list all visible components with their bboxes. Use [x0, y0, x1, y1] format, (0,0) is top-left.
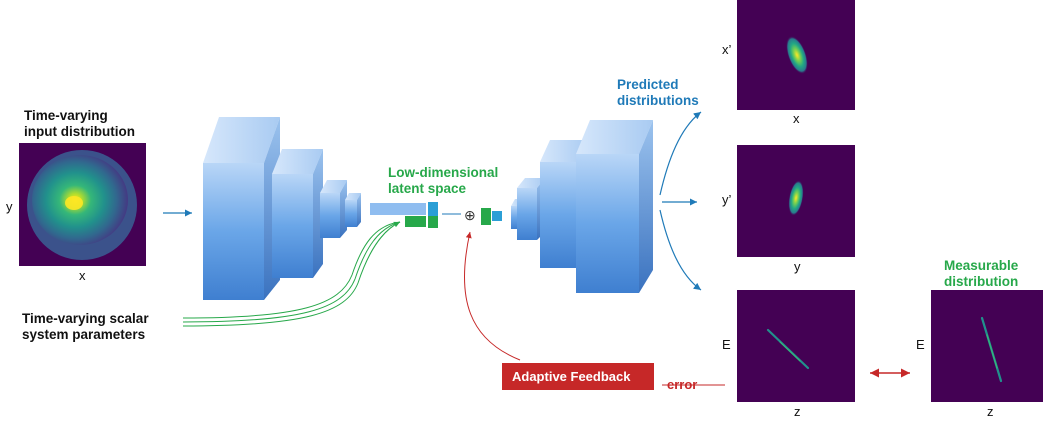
input-axis-y: y	[6, 199, 13, 214]
input-axis-x: x	[79, 268, 86, 283]
predicted-label-line1: Predicted	[617, 77, 679, 92]
adaptive-feedback-label: Adaptive Feedback	[512, 369, 631, 384]
output-arrows	[659, 111, 702, 291]
scalar-parameter-lines	[182, 221, 401, 327]
panel2-axis-x: y	[794, 259, 801, 274]
input-title-line2: input distribution	[24, 124, 135, 139]
predicted-panel-x	[737, 0, 855, 110]
feedback-arrow	[463, 231, 521, 361]
scalar-label-line1: Time-varying scalar	[22, 311, 149, 326]
adaptive-feedback-box: Adaptive Feedback	[502, 363, 654, 390]
predicted-panel-y	[737, 145, 855, 257]
input-title-line1: Time-varying	[24, 108, 108, 123]
encoder-layers	[203, 117, 438, 300]
scalar-label-line2: system parameters	[22, 327, 145, 342]
latent-label-line1: Low-dimensional	[388, 165, 498, 180]
measurable-label-line2: distribution	[944, 274, 1018, 289]
measured-axis-x: z	[987, 404, 994, 419]
measured-axis-y: E	[916, 337, 925, 352]
input-distribution-image	[19, 143, 146, 266]
panel3-axis-y: E	[722, 337, 731, 352]
panel1-axis-x: x	[793, 111, 800, 126]
measurable-label-line1: Measurable	[944, 258, 1019, 273]
panel2-axis-y: y’	[722, 192, 732, 207]
panel3-axis-x: z	[794, 404, 801, 419]
combine-symbol: ⊕	[464, 207, 476, 223]
predicted-label-line2: distributions	[617, 93, 699, 108]
latent-label-line2: latent space	[388, 181, 467, 196]
decoder-layers	[481, 120, 653, 293]
panel1-axis-y: x’	[722, 42, 732, 57]
measured-panel-e	[931, 290, 1043, 402]
predicted-panel-e	[737, 290, 855, 402]
